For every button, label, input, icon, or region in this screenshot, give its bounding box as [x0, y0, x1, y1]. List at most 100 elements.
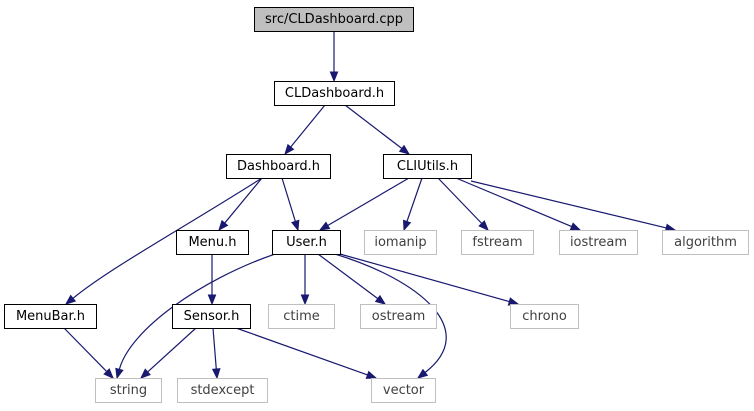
edge-cldashboard_h-to-cliutils_h [344, 104, 411, 155]
node-fstream[interactable]: fstream [461, 230, 534, 255]
edge-sensor_h-to-vector [235, 327, 378, 379]
node-label: Menu.h [188, 235, 236, 250]
edge-dashboard_h-to-menubar_h [64, 177, 263, 305]
edge-line [72, 177, 263, 299]
node-label: ctime [283, 309, 320, 324]
node-algorithm[interactable]: algorithm [662, 230, 749, 255]
edge-line [327, 177, 410, 226]
node-label: MenuBar.h [16, 309, 85, 324]
node-label: iostream [570, 235, 627, 250]
edge-cliutils_h-to-iostream [455, 177, 582, 231]
edge-cliutils_h-to-fstream [437, 177, 489, 231]
arrowhead [374, 294, 387, 305]
edge-line [339, 253, 510, 303]
node-cldashboard-h[interactable]: CLDashboard.h [274, 81, 395, 106]
node-label: Sensor.h [184, 309, 240, 324]
node-box [662, 230, 749, 255]
node-label: string [110, 383, 147, 398]
node-sensor-h[interactable]: Sensor.h [172, 304, 251, 329]
node-cldashboard-cpp[interactable]: src/CLDashboard.cpp [254, 7, 414, 32]
node-box [176, 230, 249, 255]
node-box [4, 304, 97, 329]
node-label: CLIUtils.h [397, 159, 458, 174]
node-box [172, 304, 251, 329]
edge-dashboard_h-to-menu_h [218, 177, 263, 232]
edge-line [147, 327, 197, 373]
node-string[interactable]: string [95, 378, 162, 403]
node-ostream[interactable]: ostream [360, 304, 437, 329]
node-box [461, 230, 534, 255]
edge-line [455, 177, 572, 228]
node-label: algorithm [674, 235, 737, 250]
node-stdexcept[interactable]: stdexcept [177, 378, 268, 403]
edge-cliutils_h-to-iomanip [403, 177, 423, 232]
edge-cldashboard_h-to-dashboard_h [284, 104, 326, 156]
node-box [383, 154, 472, 179]
edge-line [235, 327, 368, 376]
edge-user_h-to-ostream [317, 253, 387, 305]
edge-line [317, 253, 379, 300]
node-box [371, 378, 436, 403]
node-cliutils-h[interactable]: CLIUtils.h [383, 154, 472, 179]
node-box [226, 154, 331, 179]
arrowhead [291, 219, 300, 232]
edge-line [437, 177, 483, 224]
arrowhead [329, 71, 339, 83]
node-label: stdexcept [191, 383, 255, 398]
node-vector[interactable]: vector [371, 378, 436, 403]
node-iomanip[interactable]: iomanip [364, 230, 437, 255]
node-label: src/CLDashboard.cpp [265, 12, 403, 27]
edge-user_h-to-ctime [300, 254, 310, 306]
node-box [254, 7, 414, 32]
node-box [364, 230, 437, 255]
node-menu-h[interactable]: Menu.h [176, 230, 249, 255]
node-box [272, 230, 341, 255]
node-label: CLDashboard.h [285, 86, 384, 101]
arrowhead [284, 143, 295, 156]
arrowhead [64, 294, 77, 305]
node-box [510, 304, 579, 329]
node-user-h[interactable]: User.h [272, 230, 341, 255]
node-label: fstream [472, 235, 522, 250]
node-box [360, 304, 437, 329]
arrowhead [115, 367, 124, 380]
edge-line [406, 177, 423, 222]
node-box [268, 304, 335, 329]
arrowhead [318, 221, 331, 231]
arrowhead [478, 220, 489, 231]
node-iostream[interactable]: iostream [559, 230, 638, 255]
edge-line [281, 177, 296, 222]
edge-line [344, 104, 403, 150]
arrowhead [398, 144, 411, 155]
arrowhead [507, 297, 520, 306]
arrowhead [207, 294, 217, 306]
edge-user_h-to-chrono [339, 253, 520, 306]
arrowhead [403, 219, 412, 232]
edge-menu_h-to-sensor_h [207, 254, 217, 306]
arrowhead [211, 368, 221, 380]
arrowhead [140, 368, 151, 379]
arrowhead [218, 219, 229, 232]
node-chrono[interactable]: chrono [510, 304, 579, 329]
node-label: ostream [372, 309, 426, 324]
node-box [274, 81, 395, 106]
node-ctime[interactable]: ctime [268, 304, 335, 329]
node-menubar-h[interactable]: MenuBar.h [4, 304, 97, 329]
node-label: User.h [286, 235, 327, 250]
edge-line [470, 180, 667, 229]
edge-line [224, 177, 263, 224]
node-box [95, 378, 162, 403]
edge-sensor_h-to-stdexcept [211, 327, 221, 380]
arrowhead [300, 294, 310, 306]
node-dashboard-h[interactable]: Dashboard.h [226, 154, 331, 179]
arrowhead [416, 368, 429, 379]
edge-line [63, 327, 108, 372]
edge-dashboard_h-to-user_h [281, 177, 300, 232]
edge-line [212, 327, 217, 370]
nodes-layer: src/CLDashboard.cppCLDashboard.hDashboar… [4, 7, 749, 403]
node-label: iomanip [374, 235, 426, 250]
arrowhead [365, 370, 378, 379]
node-box [177, 378, 268, 403]
node-box [559, 230, 638, 255]
